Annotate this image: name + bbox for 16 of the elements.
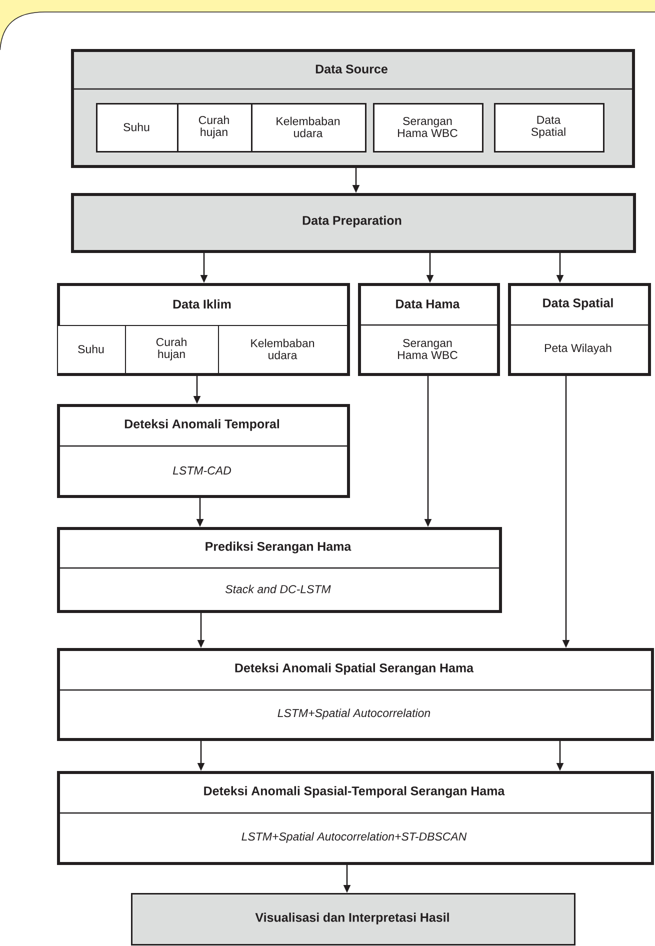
process-box: Data Spatial Peta Wilayah [508, 283, 651, 376]
cell: Suhu [96, 103, 178, 152]
process-box: Deteksi Anomali Temporal LSTM-CAD [57, 404, 350, 498]
source-box: Serangan Hama WBC [373, 103, 484, 152]
process-box: Visualisasi dan Interpretasi Hasil [131, 893, 576, 946]
cell: Suhu [57, 325, 126, 374]
cell: Curah hujan [125, 325, 219, 374]
process-box: Data Preparation [71, 193, 636, 253]
process-box: Deteksi Anomali Spasial-Temporal Serangan Hama LSTM+Spatial Autocorrelation+ST-DBSCAN [57, 771, 654, 865]
process-box: Data Hama Serangan Hama WBC [358, 283, 500, 376]
source-box: Data Spatial [494, 103, 604, 152]
cell: Kelembaban udara [218, 325, 348, 374]
process-box: Deteksi Anomali Spatial Serangan Hama LSTM+Spatial Autocorrelation [57, 648, 654, 741]
cell: Kelembaban udara [251, 103, 366, 152]
cell: Curah hujan [177, 103, 252, 152]
process-box: Prediksi Serangan Hama Stack and DC-LSTM [57, 527, 502, 613]
